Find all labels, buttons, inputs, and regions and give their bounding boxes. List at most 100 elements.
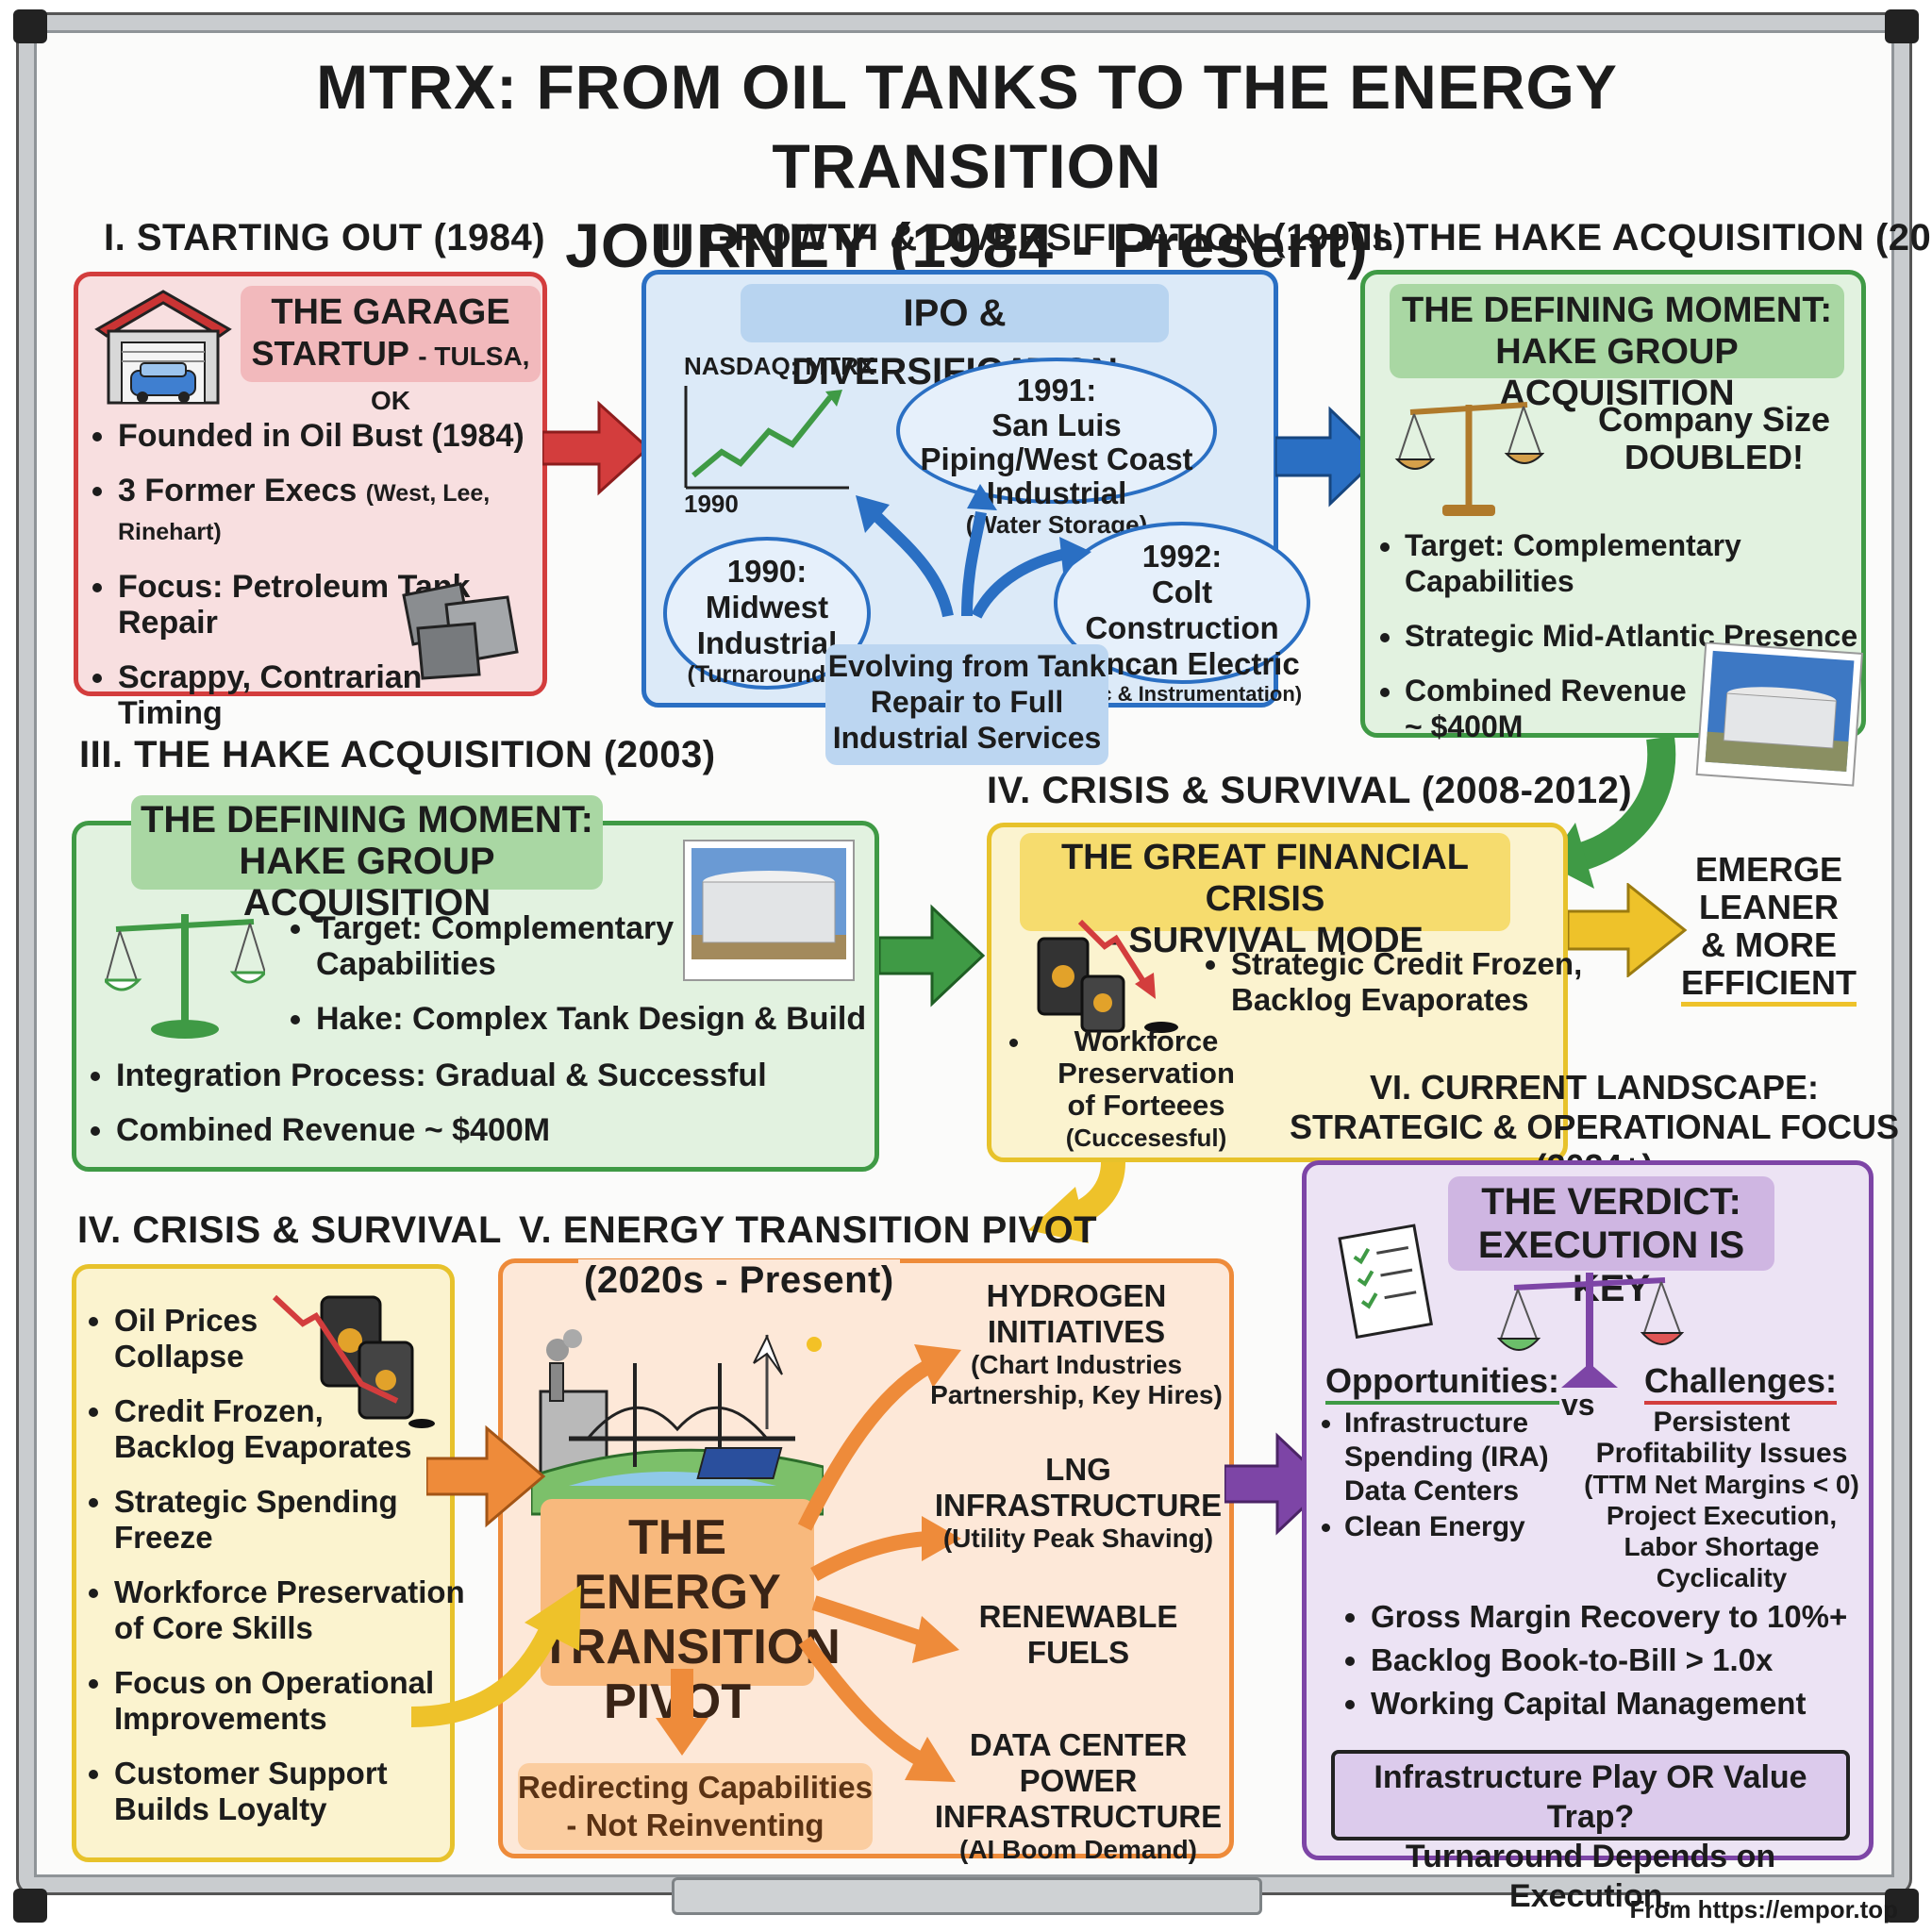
page-title: MTRX: FROM OIL TANKS TO THE ENERGY TRANS… <box>142 47 1792 285</box>
bullet-text: Timing <box>118 695 223 731</box>
oval-1991: 1991: San Luis Piping/West Coast Industr… <box>896 358 1217 539</box>
challenge-line: Profitability Issues <box>1595 1438 1848 1469</box>
oval-name: Colt Construction <box>1085 575 1279 645</box>
section-3-heading: III. THE HAKE ACQUISITION (2003) <box>1351 217 1932 258</box>
challenge-line: (TTM Net Margins < 0) <box>1584 1470 1859 1499</box>
list-item: Hake: Complex Tank Design & Build <box>316 1001 901 1037</box>
ticker-label: NASDAQ: MTRX <box>684 352 875 380</box>
branch-line: (Chart Industries <box>970 1350 1183 1379</box>
redirect-line: Redirecting Capabilities <box>518 1770 873 1805</box>
section-2-panel: IPO & DIVERSIFICATION NASDAQ: MTRX 1990 … <box>641 270 1310 765</box>
bullet-text: Integration Process: Gradual & Successfu… <box>116 1058 767 1093</box>
banner-line: EXECUTION IS KEY <box>1477 1224 1745 1309</box>
bullet-text: Builds Loyalty <box>114 1791 327 1826</box>
hake-banner-2: THE DEFINING MOMENT: HAKE GROUP ACQUISIT… <box>131 795 603 924</box>
bullet-text: of Forteees <box>1067 1089 1225 1122</box>
banner-main: THE GARAGE <box>271 292 510 332</box>
banner-line: HAKE GROUP ACQUISITION <box>239 841 495 924</box>
source-footer: From https://empor.top <box>1629 1895 1898 1924</box>
branch-line: RENEWABLE <box>978 1599 1178 1634</box>
bullet-text: 3 Former Execs <box>118 473 358 508</box>
section-4-bullets-a: Strategic Credit Frozen,Backlog Evaporat… <box>1205 946 1599 1037</box>
bullet-text: Clean Energy <box>1344 1511 1525 1542</box>
oval-year: 1990: <box>726 554 808 589</box>
center-line: TRANSITION <box>541 1620 841 1674</box>
section-3-panel: THE DEFINING MOMENT: HAKE GROUP ACQUISIT… <box>1360 270 1866 787</box>
data-center-power: DATA CENTER POWER INFRASTRUCTURE (AI Boo… <box>918 1727 1239 1865</box>
section-5-panel: (2020s - Present) THE ENERGY TRANSITION … <box>498 1258 1234 1864</box>
bullet-text: Gross Margin Recovery to 10%+ <box>1371 1599 1848 1634</box>
branch-line: HYDROGEN <box>986 1278 1167 1313</box>
bullet-text: Focus on Operational <box>114 1665 435 1700</box>
section-4-bullets-b: Workforce Preservation of Forteees (Cucc… <box>1007 1025 1259 1173</box>
section-4b-heading: IV. CRISIS & SURVIVAL <box>77 1209 502 1251</box>
bullet-text: Hake: Complex Tank Design & Build <box>316 1001 867 1037</box>
arrow-blue <box>1275 406 1382 508</box>
steel-plates-icon <box>402 582 519 680</box>
hake-banner: THE DEFINING MOMENT: HAKE GROUP ACQUISIT… <box>1390 284 1844 413</box>
banner-sub: STARTUP <box>251 334 409 373</box>
bullet-text: Capabilities <box>316 946 496 982</box>
bullet-text: Oil Prices <box>114 1303 258 1338</box>
bullet-text: Target: Complementary Capabilities <box>1405 528 1741 598</box>
bullet-text: (Cuccesesful) <box>1065 1124 1227 1152</box>
bullet-text: Infrastructure <box>1344 1407 1529 1439</box>
redirect-line: - Not Reinventing <box>566 1807 824 1842</box>
bullet-text: Working Capital Management <box>1371 1686 1807 1721</box>
checklist-icon <box>1338 1224 1434 1340</box>
branch-line: LNG <box>1045 1452 1111 1487</box>
bullet-text: Backlog Evaporates <box>1231 982 1529 1017</box>
bullet-text: Target: Complementary <box>316 910 675 946</box>
arrow-green <box>879 904 986 1008</box>
hydrogen-initiatives: HYDROGEN INITIATIVES (Chart Industries P… <box>925 1278 1227 1410</box>
bullet-text: Customer Support <box>114 1756 388 1790</box>
energy-landscape-icon <box>531 1329 824 1516</box>
heading-line: VI. CURRENT LANDSCAPE: <box>1369 1068 1819 1107</box>
list-item: Working Capital Management <box>1371 1686 1880 1722</box>
bullet-text: Strategic Spending <box>114 1484 398 1519</box>
challenges-title: Challenges: <box>1644 1361 1838 1405</box>
oval-year: 1991: <box>1016 373 1097 408</box>
arrow-yellow-curved <box>411 1585 581 1727</box>
list-item: Founded in Oil Bust (1984) <box>118 418 571 454</box>
banner-location: - TULSA, OK <box>371 341 530 415</box>
bullet-text: Backlog Evaporates <box>114 1429 412 1464</box>
list-item: Backlog Book-to-Bill > 1.0x <box>1371 1642 1880 1678</box>
list-item: Strategic Credit Frozen,Backlog Evaporat… <box>1231 946 1599 1018</box>
renewable-fuels: RENEWABLE FUELS <box>927 1599 1229 1671</box>
section-3b-heading: III. THE HAKE ACQUISITION (2003) <box>79 734 716 775</box>
company-size-doubled: Company Size DOUBLED! <box>1591 401 1837 476</box>
section-3-bullets: Target: Complementary Capabilities Strat… <box>1378 527 1886 763</box>
list-item: 3 Former Execs (West, Lee, Rinehart) <box>118 473 571 550</box>
branch-line: Partnership, Key Hires) <box>930 1380 1223 1409</box>
size-line: Company Size <box>1597 400 1831 439</box>
branch-line: FUELS <box>1026 1635 1130 1670</box>
list-item: Combined Revenue~ $400M <box>1405 673 1886 744</box>
banner-line: - SURVIVAL MODE <box>1107 921 1424 960</box>
bullet-text: Scrappy, Contrarian <box>118 659 423 695</box>
bullet-text: Freeze <box>114 1520 213 1555</box>
garage-banner: THE GARAGE STARTUP - TULSA, OK <box>241 286 541 415</box>
emerge-note: EMERGE LEANER & MORE EFFICIENT <box>1679 851 1858 1007</box>
branch-line: (Utility Peak Shaving) <box>942 1524 1214 1553</box>
bullet-text: Data Centers <box>1344 1475 1520 1507</box>
bullet-text: Workforce <box>1074 1024 1219 1058</box>
redirect-note: Redirecting Capabilities - Not Reinventi… <box>518 1763 873 1850</box>
section-6-panel: THE VERDICT: EXECUTION IS KEY Opportunit… <box>1302 1160 1874 1914</box>
board-corner <box>1885 1889 1919 1923</box>
bullet-text: ~ $400M <box>1405 709 1524 743</box>
list-item: Gross Margin Recovery to 10%+ <box>1371 1599 1880 1635</box>
bullet-text: Credit Frozen, <box>114 1393 324 1428</box>
oval-name: San Luis Piping/West Coast Industrial <box>920 408 1193 510</box>
branch-line: (AI Boom Demand) <box>959 1835 1197 1864</box>
branch-line: INFRASTRUCTURE <box>934 1799 1223 1834</box>
challenge-line: Persistent <box>1653 1407 1790 1438</box>
challenges-list: Persistent Profitability Issues (TTM Net… <box>1580 1407 1863 1593</box>
board-corner <box>13 1889 47 1923</box>
branch-line: INITIATIVES <box>987 1314 1166 1349</box>
